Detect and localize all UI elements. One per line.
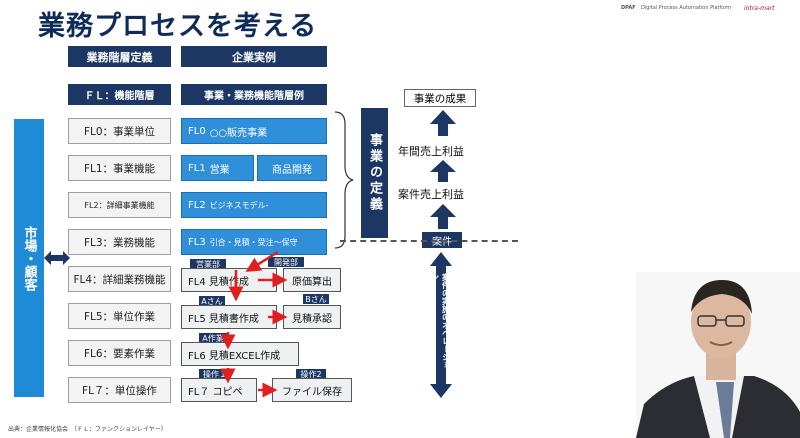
footer-source: 出典：企業情報化協会 （ＦＬ：ファンクションレイヤー） [8, 426, 167, 433]
fl0-code: FL0 [188, 125, 206, 137]
example-fl4-cost: 原価算出 [283, 268, 341, 292]
example-fl6-excel: FL6 見積EXCEL作成 [181, 342, 299, 366]
example-fl0: FL0 ○○販売事業 [181, 118, 327, 144]
label-task-a: A作業 [199, 333, 227, 343]
business-result-box: 事業の成果 [404, 89, 476, 107]
up-arrow-icon [430, 204, 456, 229]
example-fl1-product-dev: 商品開発 [257, 155, 327, 181]
market-customer-label: 市場・顧客 [14, 119, 44, 397]
bidirectional-arrow-icon [44, 251, 70, 265]
example-fl7-save-file: ファイル保存 [272, 378, 352, 402]
fl3-code: FL3 [188, 236, 206, 248]
fl2-code: FL2 [188, 199, 206, 211]
brace-icon [334, 111, 354, 249]
up-arrow-icon [430, 110, 456, 136]
label-operation-2: 操作2 [296, 369, 326, 379]
operations-label: 案件の実施のオペレーション [430, 273, 451, 369]
business-definition-label: 事業の定義 [361, 108, 388, 238]
fl3-text: 引合・見積・受注～保守 [209, 237, 298, 247]
label-operation-1: 操作１ [199, 369, 231, 379]
brand-platform: Digital Process Automation Platform [641, 5, 732, 11]
annual-sales-profit: 年間売上利益 [398, 145, 464, 158]
level-fl5: FL5：単位作業 [68, 303, 171, 329]
level-fl2: FL2：詳細事業機能 [68, 192, 171, 218]
example-fl5-approval: 見積承認 [283, 305, 341, 329]
example-fl5-quote-doc: FL5 見積書作成 [181, 305, 277, 329]
fl-example-header: 事業・業務機能階層例 [181, 84, 327, 105]
fl-function-layer-header: ＦＬ：機能階層 [68, 84, 171, 105]
fl0-text: ○○販売事業 [209, 127, 268, 139]
level-fl0: FL0：事業単位 [68, 118, 171, 144]
example-fl1-sales: FL1 営業 [181, 155, 254, 181]
up-arrow-icon [430, 160, 456, 182]
dashed-divider [340, 240, 518, 242]
example-fl3: FL3 引合・見積・受注～保守 [181, 229, 327, 255]
level-fl6: FL6：要素作業 [68, 340, 171, 366]
example-fl7-copy-paste: FL７ コピペ [181, 378, 257, 402]
header-business-hierarchy: 業務階層定義 [68, 46, 171, 67]
level-fl1: FL1：事業機能 [68, 155, 171, 181]
brand-logo: intra-mart [744, 5, 775, 12]
brand-dpaf: DPAF [621, 5, 636, 11]
label-sales-dept: 営業部 [190, 259, 226, 269]
red-flow-arrows-icon [220, 250, 288, 398]
fl1-text: 営業 [209, 164, 230, 176]
fl1-code: FL1 [188, 162, 206, 174]
level-fl4: FL4：詳細業務機能 [68, 266, 171, 292]
header-company-example: 企業実例 [181, 46, 327, 67]
label-person-b: Bさん [303, 294, 329, 304]
fl2-text: ビジネスモデル- [209, 200, 269, 210]
label-dev-dept: 開発部 [268, 257, 304, 267]
label-person-a: Aさん [199, 296, 225, 306]
example-fl2: FL2 ビジネスモデル- [181, 192, 327, 218]
level-fl3: FL3：業務機能 [68, 229, 171, 255]
presenter-image [636, 280, 800, 438]
per-case-sales-profit: 案件売上利益 [398, 188, 464, 201]
vertical-double-arrow-icon [430, 252, 452, 398]
page-title: 業務プロセスを考える [38, 11, 318, 42]
level-fl7: FL７：単位操作 [68, 377, 171, 403]
